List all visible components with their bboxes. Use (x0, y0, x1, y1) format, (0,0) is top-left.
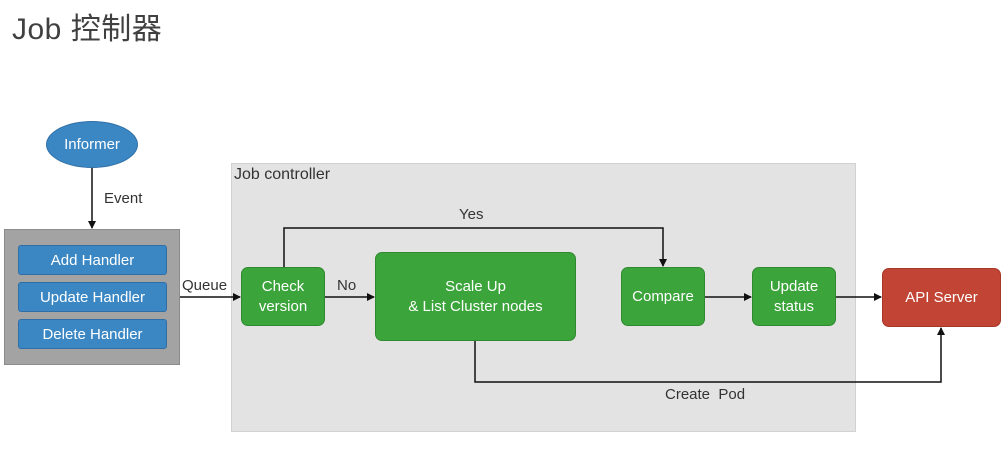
informer-node: Informer (46, 121, 138, 168)
update-handler-label: Update Handler (39, 288, 146, 306)
update-status-line-1: Update (769, 277, 819, 295)
update-status-line-2: status (773, 297, 815, 315)
api-server-label: API Server (905, 289, 978, 306)
scale-up-line-2: & List Cluster nodes (408, 297, 543, 315)
no-edge-label: No (337, 277, 357, 294)
job-controller-label: Job controller (234, 166, 331, 183)
add-handler-label: Add Handler (50, 251, 135, 269)
compare-label: Compare (632, 287, 694, 305)
informer-label: Informer (64, 136, 120, 153)
update-handler-node: Update Handler (18, 282, 167, 312)
api-server-node: API Server (882, 268, 1001, 327)
check-version-line-1: Check (261, 277, 305, 295)
queue-edge-label: Queue (182, 277, 228, 294)
delete-handler-node: Delete Handler (18, 319, 167, 349)
check-version-node: Check version (241, 267, 325, 326)
update-status-node: Update status (752, 267, 836, 326)
compare-node: Compare (621, 267, 705, 326)
delete-handler-label: Delete Handler (42, 325, 143, 343)
event-edge-label: Event (104, 190, 143, 207)
page-title: Job 控制器 (12, 13, 163, 46)
add-handler-node: Add Handler (18, 245, 167, 275)
check-version-line-2: version (258, 297, 308, 315)
scale-up-line-1: Scale Up (445, 277, 506, 295)
create-pod-edge-label: Create Pod (665, 386, 746, 403)
scale-up-node: Scale Up & List Cluster nodes (375, 252, 576, 341)
yes-edge-label: Yes (459, 206, 484, 223)
